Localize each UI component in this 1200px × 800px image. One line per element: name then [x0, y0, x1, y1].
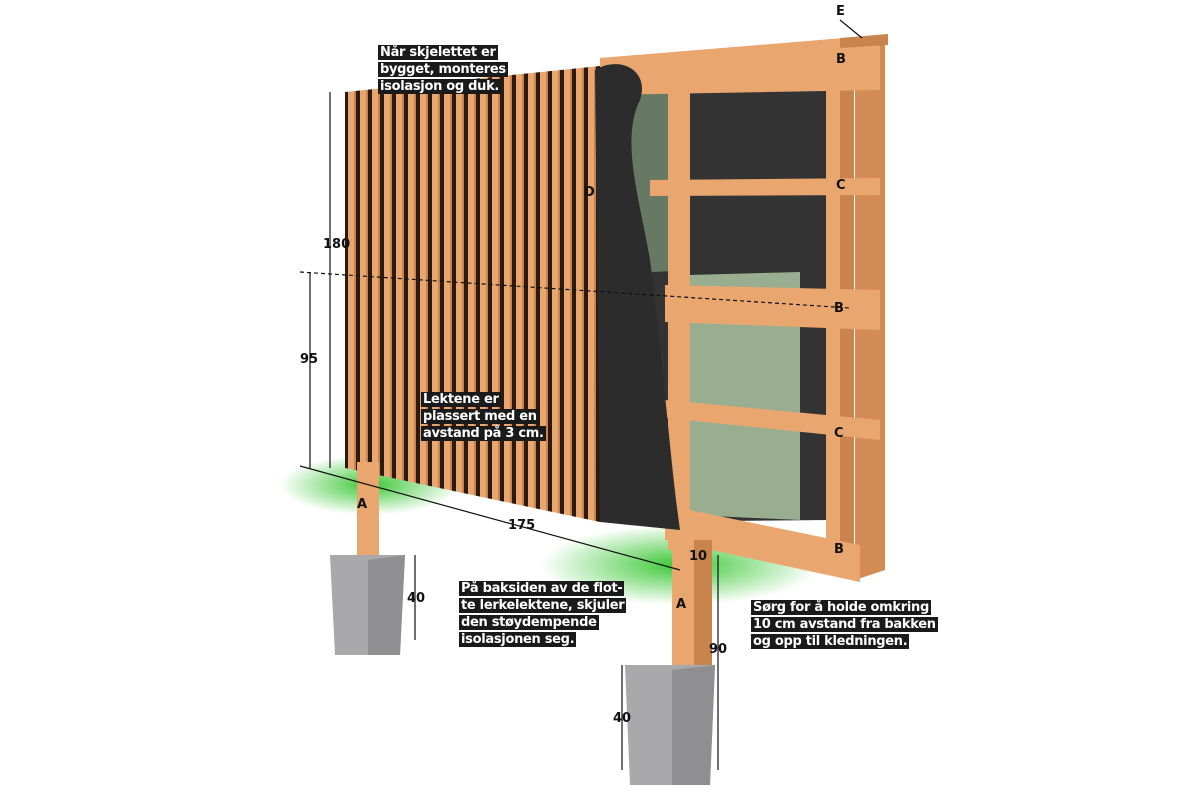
beam-b-top [600, 35, 880, 95]
dim-10: 10 [689, 549, 708, 564]
caption-line: avstand på 3 cm. [421, 426, 546, 441]
caption-line: den støydempende [459, 615, 599, 630]
dim-95: 95 [300, 352, 319, 367]
label-c-top: C [836, 178, 846, 193]
caption-bottom-right: Sørg for å holde omkring 10 cm avstand f… [751, 599, 938, 650]
dimension-lines [299, 19, 863, 770]
dim-40-left: 40 [407, 591, 426, 606]
caption-top: Når skjelettet er bygget, monteres isola… [378, 44, 508, 95]
label-b-mid: B [834, 301, 844, 316]
caption-line: Sørg for å holde omkring [751, 600, 931, 615]
foundation-right-shade [672, 665, 715, 785]
label-b-bottom: B [834, 542, 844, 557]
caption-bottom-left: På baksiden av de flot- te lerkelektene,… [459, 580, 627, 648]
post-a-left [357, 462, 379, 562]
beam-c-top [650, 178, 880, 196]
caption-line: og opp til kledningen. [751, 634, 910, 649]
beam-c-bottom [665, 400, 880, 440]
beam-b-bottom [665, 505, 860, 582]
membrane-flap [595, 64, 680, 531]
label-a-left: A [357, 497, 368, 512]
beam-b-mid [665, 285, 880, 330]
dim-90: 90 [709, 642, 728, 657]
caption-line: 10 cm avstand fra bakken [751, 617, 938, 632]
caption-line: Lektene er [421, 392, 501, 407]
caption-line: isolasjonen seg. [459, 632, 577, 647]
insulation-panel [690, 272, 800, 520]
beam-e-cap [840, 34, 888, 48]
label-e: E [836, 4, 845, 19]
caption-line: På baksiden av de flot- [459, 581, 625, 596]
label-c-bottom: C [834, 426, 844, 441]
caption-line: Når skjelettet er [378, 45, 498, 60]
caption-line: isolasjon og duk. [378, 79, 502, 94]
dim-40-right: 40 [613, 711, 632, 726]
foundation-left-shade [368, 555, 405, 655]
caption-line: plassert med en [421, 409, 539, 424]
dim-175: 175 [508, 518, 536, 533]
caption-middle: Lektene er plassert med en avstand på 3 … [421, 391, 546, 442]
dim-180: 180 [323, 237, 351, 252]
slat-panel [345, 66, 600, 522]
caption-line: te lerkelektene, skjuler [459, 598, 627, 613]
post-a-right-shade [694, 540, 712, 670]
label-a-right: A [676, 597, 687, 612]
caption-line: bygget, monteres [378, 62, 508, 77]
label-b-top: B [836, 52, 846, 67]
label-d: D [584, 185, 595, 200]
